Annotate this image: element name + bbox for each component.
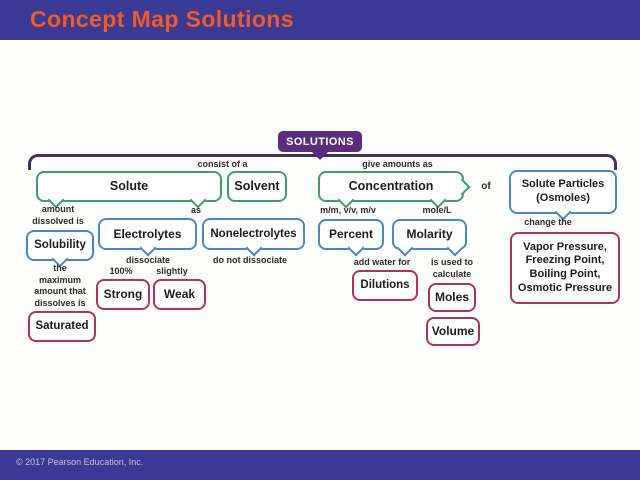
node-percent: Percent xyxy=(318,219,384,257)
edge-label-mm-vv-mv: m/m, v/v, m/v xyxy=(320,205,376,215)
node-solubility: Solubility xyxy=(26,230,94,268)
connector-tail xyxy=(446,239,464,257)
node-moles: Moles xyxy=(428,283,476,312)
node-strong: Strong xyxy=(96,279,150,310)
connector-tail xyxy=(396,239,414,257)
edge-label-is-used-to-calculate: is used to calculate xyxy=(430,257,473,279)
slide-header-bar xyxy=(0,0,640,40)
node-colligative-properties-label: Vapor Pressure, Freezing Point, Boiling … xyxy=(517,240,613,294)
arrow-right-pointer xyxy=(453,178,471,195)
node-nonelectrolytes-label: Nonelectrolytes xyxy=(210,227,297,240)
node-solute: Solute xyxy=(36,171,222,209)
edge-label-do-not-dissociate: do not dissociate xyxy=(212,255,287,265)
node-solute-particles: Solute Particles (Osmoles) xyxy=(509,170,617,221)
slide-title: Concept Map Solutions xyxy=(30,6,294,32)
edge-label-dissociate: dissociate xyxy=(125,255,171,265)
node-molarity-label: Molarity xyxy=(406,227,453,241)
node-solutions-root: SOLUTIONS xyxy=(278,131,362,152)
node-dilutions-label: Dilutions xyxy=(360,279,410,292)
node-nonelectrolytes: Nonelectrolytes xyxy=(202,218,305,257)
node-solute-particles-label: Solute Particles (Osmoles) xyxy=(521,178,605,204)
node-saturated: Saturated xyxy=(28,311,96,342)
node-dilutions: Dilutions xyxy=(352,270,418,301)
node-solute-label: Solute xyxy=(109,178,149,193)
edge-label-100-percent: 100% xyxy=(109,266,133,276)
node-concentration: Concentration xyxy=(318,171,471,209)
node-solvent-label: Solvent xyxy=(234,178,280,193)
node-volume: Volume xyxy=(426,317,480,346)
slide-footer-bar: © 2017 Pearson Education, Inc. xyxy=(0,450,640,480)
node-percent-label: Percent xyxy=(328,227,374,241)
node-molarity: Molarity xyxy=(392,219,467,257)
node-electrolytes-label: Electrolytes xyxy=(113,226,182,241)
node-weak-label: Weak xyxy=(163,287,196,301)
copyright-text: © 2017 Pearson Education, Inc. xyxy=(16,457,144,467)
edge-label-amount-dissolved-is: amount dissolved is xyxy=(32,204,84,226)
edge-label-maximum-dissolves: the maximum amount that dissolves is xyxy=(34,263,86,309)
edge-label-as: as xyxy=(190,205,201,215)
node-volume-label: Volume xyxy=(431,324,475,338)
node-strong-label: Strong xyxy=(103,287,143,301)
connector-tail xyxy=(245,239,262,257)
node-saturated-label: Saturated xyxy=(35,320,89,333)
node-electrolytes: Electrolytes xyxy=(98,218,197,257)
node-solvent: Solvent xyxy=(227,171,287,202)
node-concentration-label: Concentration xyxy=(348,178,434,193)
edge-label-slightly: slightly xyxy=(156,266,188,276)
node-solubility-label: Solubility xyxy=(34,239,86,252)
connector-tail xyxy=(347,239,365,257)
edge-label-add-water-for: add water for xyxy=(353,257,411,267)
edge-label-change-the: change the xyxy=(524,217,572,227)
edge-label-give-amounts-as: give amounts as xyxy=(362,159,433,169)
node-weak: Weak xyxy=(153,279,206,310)
edge-label-consist-of-a: consist of a xyxy=(197,159,248,169)
node-colligative-properties: Vapor Pressure, Freezing Point, Boiling … xyxy=(510,232,620,304)
edge-label-of: of xyxy=(481,181,491,192)
connector-tail xyxy=(139,239,156,257)
node-moles-label: Moles xyxy=(434,290,469,304)
edge-label-mole-per-l: mole/L xyxy=(422,205,452,215)
banner-pointer-triangle xyxy=(311,151,329,160)
